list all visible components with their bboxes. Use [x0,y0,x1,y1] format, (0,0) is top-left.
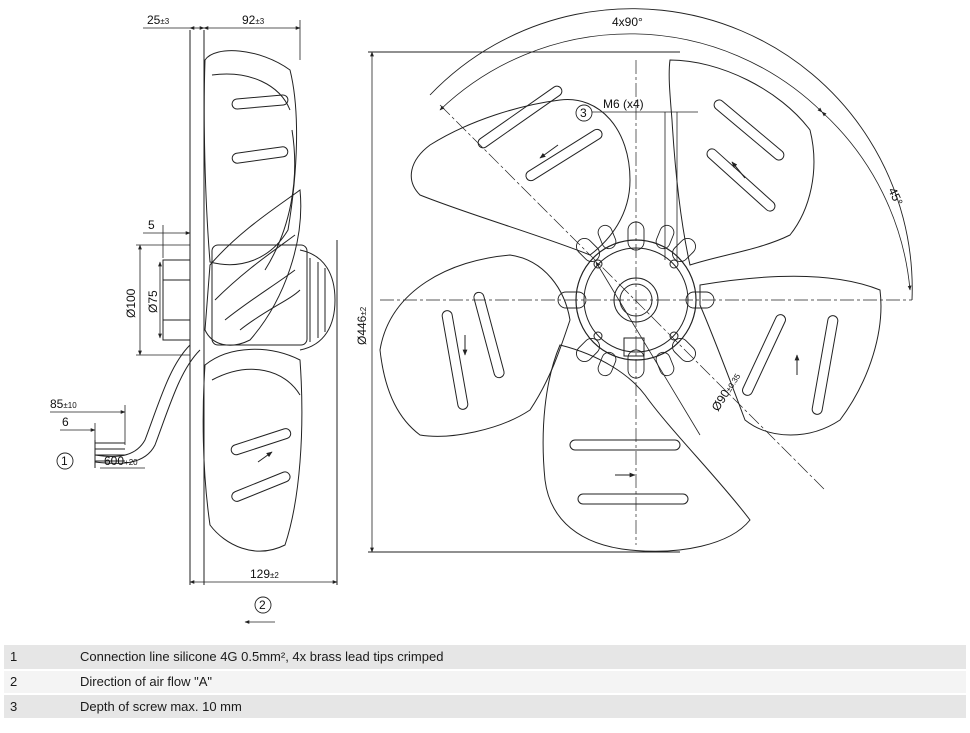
side-dimension-lines [50,20,338,624]
legend-text: Depth of screw max. 10 mm [74,694,966,720]
dim-25: 25±3 [147,13,170,27]
fan-technical-drawing: 25±3 92±3 5 Ø100 Ø75 85±10 6 600+20 129±… [50,8,913,624]
dim-dia-446: Ø446±2 [355,306,369,345]
svg-text:2: 2 [259,598,266,612]
front-dimension-lines [370,33,912,553]
dim-dia-75: Ø75 [146,290,160,313]
callout-2: 2 [254,596,272,614]
legend-num: 3 [4,694,74,720]
dim-5: 5 [148,218,155,232]
dim-600: 600+20 [104,454,138,468]
legend-table: 1 Connection line silicone 4G 0.5mm², 4x… [4,645,966,720]
dim-dia-90: Ø90±0.35 [709,370,744,414]
legend-row: 2 Direction of air flow "A" [4,669,966,695]
dim-screw-m6: M6 (x4) [603,97,644,111]
dim-92: 92±3 [242,13,265,27]
side-view [94,30,338,585]
dim-85: 85±10 [50,397,77,411]
dim-129: 129±2 [250,567,279,581]
callout-1: 1 [56,452,74,470]
callout-3: 3 [575,104,593,122]
svg-text:3: 3 [580,106,587,120]
svg-text:1: 1 [61,454,68,468]
dim-dia-100: Ø100 [124,288,138,318]
legend-row: 1 Connection line silicone 4G 0.5mm², 4x… [4,645,966,671]
legend-num: 2 [4,669,74,695]
front-view [368,8,913,553]
legend-row: 3 Depth of screw max. 10 mm [4,694,966,720]
legend-text: Direction of air flow "A" [74,669,966,695]
legend-num: 1 [4,645,74,671]
dim-4x90: 4x90° [612,15,643,29]
dim-6: 6 [62,415,69,429]
legend-text: Connection line silicone 4G 0.5mm², 4x b… [74,645,966,671]
